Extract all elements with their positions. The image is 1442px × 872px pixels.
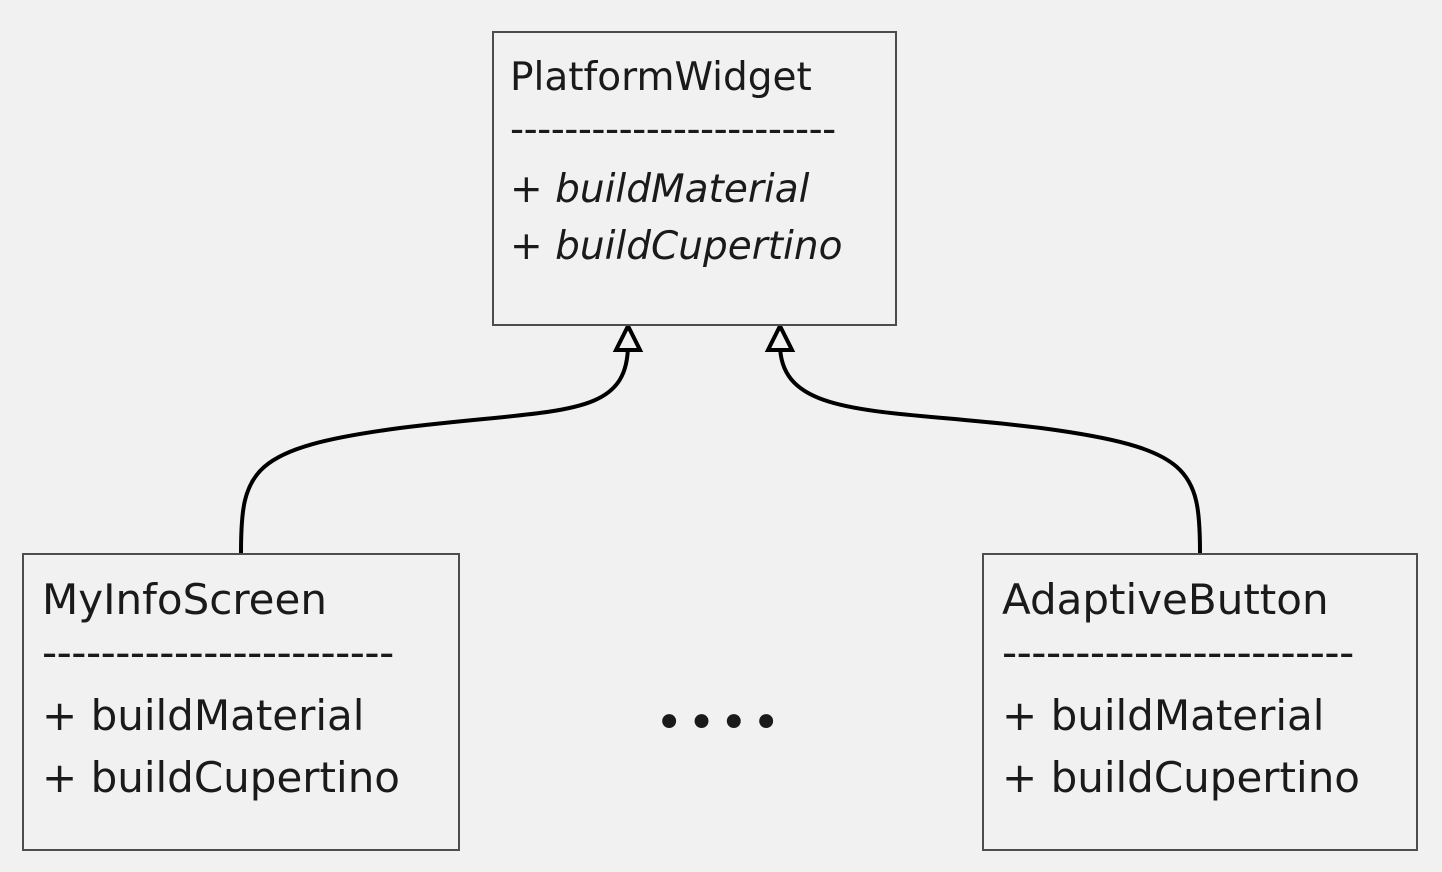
member-name: buildCupertino bbox=[555, 224, 843, 269]
class-member: + buildMaterial bbox=[24, 685, 458, 747]
member-visibility: + bbox=[42, 691, 78, 740]
class-members: + buildMaterial + buildCupertino bbox=[984, 675, 1416, 809]
member-name: buildCupertino bbox=[1050, 753, 1361, 802]
member-name: buildMaterial bbox=[555, 167, 810, 212]
generalization-edge-right bbox=[778, 343, 1202, 554]
class-member: + buildMaterial bbox=[494, 161, 895, 218]
generalization-arrowhead-right bbox=[764, 321, 796, 352]
member-name: buildCupertino bbox=[90, 753, 401, 802]
class-box-adaptivebutton[interactable]: AdaptiveButton ------------------------ … bbox=[982, 553, 1418, 851]
class-member: + buildCupertino bbox=[494, 218, 895, 275]
class-name-platformwidget: PlatformWidget bbox=[510, 55, 812, 100]
member-visibility: + bbox=[42, 753, 78, 802]
member-visibility: + bbox=[510, 224, 543, 269]
class-name-adaptivebutton: AdaptiveButton bbox=[1002, 575, 1329, 624]
member-visibility: + bbox=[1002, 691, 1038, 740]
generalization-edge-left bbox=[239, 343, 630, 554]
class-box-myinfoscreen[interactable]: MyInfoScreen ------------------------ + … bbox=[22, 553, 460, 851]
class-separator: ------------------------ bbox=[1002, 628, 1354, 675]
class-member: + buildCupertino bbox=[984, 747, 1416, 809]
class-separator: ------------------------ bbox=[42, 628, 394, 675]
class-members: + buildMaterial + buildCupertino bbox=[24, 675, 458, 809]
member-visibility: + bbox=[1002, 753, 1038, 802]
class-member: + buildCupertino bbox=[24, 747, 458, 809]
member-visibility: + bbox=[510, 167, 543, 212]
member-name: buildMaterial bbox=[90, 691, 365, 740]
class-member: + buildMaterial bbox=[984, 685, 1416, 747]
class-separator: ------------------------ bbox=[510, 107, 836, 151]
member-name: buildMaterial bbox=[1050, 691, 1325, 740]
class-members: + buildMaterial + buildCupertino bbox=[494, 151, 895, 275]
class-name-myinfoscreen: MyInfoScreen bbox=[42, 575, 327, 624]
generalization-arrowhead-left bbox=[612, 321, 644, 352]
class-box-platformwidget[interactable]: PlatformWidget ------------------------ … bbox=[492, 31, 897, 326]
ellipsis-more-subclasses: •••• bbox=[655, 695, 785, 751]
